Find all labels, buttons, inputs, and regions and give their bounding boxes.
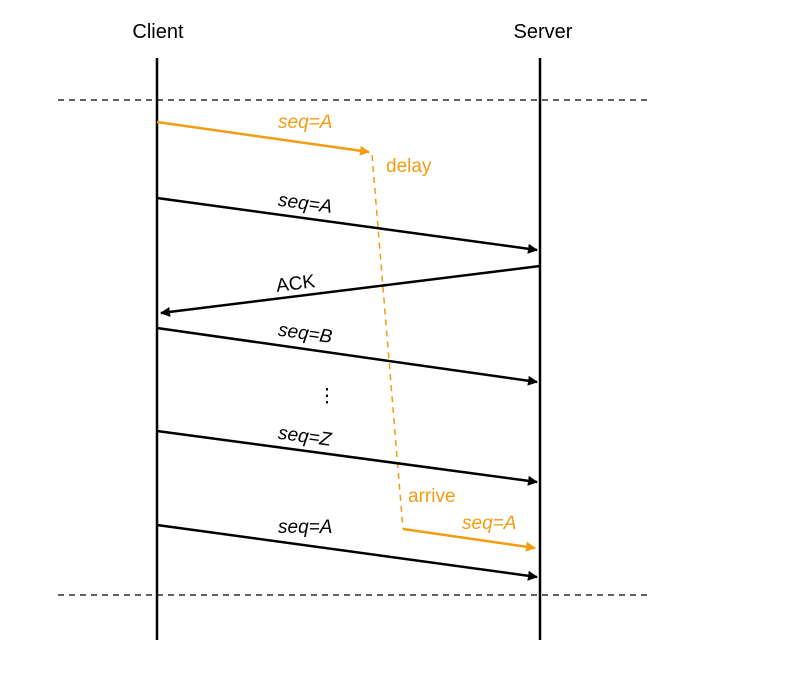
send-b-label: seq=B xyxy=(277,320,334,348)
delayed-send-arrow xyxy=(156,120,370,156)
send-a-label: seq=A xyxy=(277,190,334,218)
delay-path-dashed xyxy=(371,154,404,530)
resend-a-label: seq=A xyxy=(278,517,332,538)
send-a-arrow xyxy=(156,196,538,254)
send-z-label: seq=Z xyxy=(277,423,334,451)
delay-note: delay xyxy=(386,156,432,177)
arrive-note: arrive xyxy=(408,486,456,507)
continuation-ellipsis: ⋮ xyxy=(318,386,337,407)
server-label: Server xyxy=(514,21,573,43)
send-b-arrow xyxy=(156,326,538,386)
ack-arrow xyxy=(160,264,541,317)
delayed-arrival-label: seq=A xyxy=(462,513,516,534)
send-z-arrow xyxy=(156,429,538,486)
ack-label: ACK xyxy=(275,271,317,297)
client-label: Client xyxy=(132,21,184,43)
resend-a-arrow xyxy=(156,523,538,581)
delayed-arrival-arrow xyxy=(402,527,536,552)
delayed-send-label: seq=A xyxy=(278,112,332,133)
